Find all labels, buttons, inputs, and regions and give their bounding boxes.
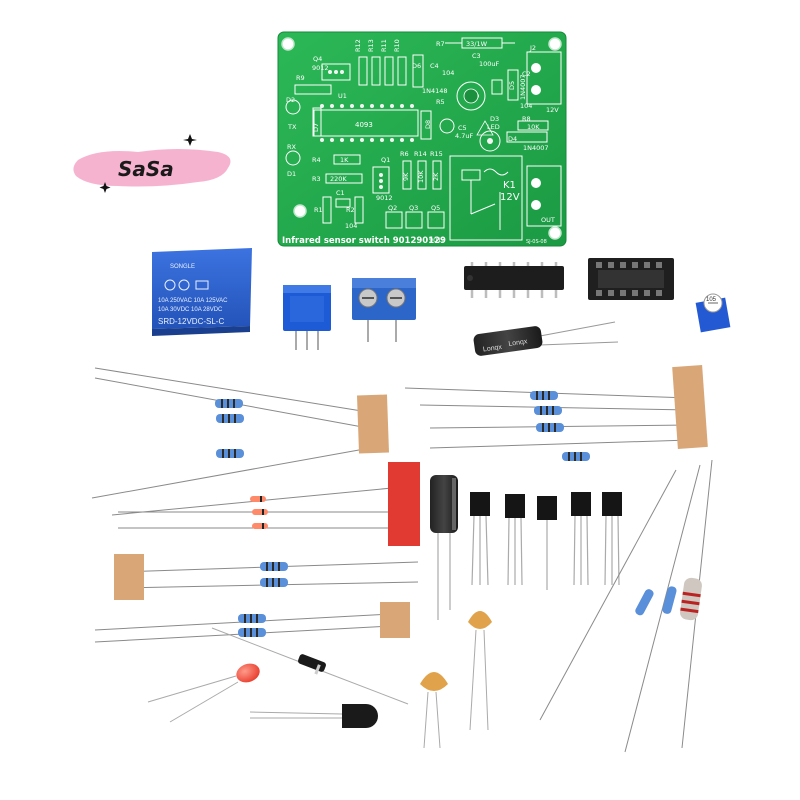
- pcb-label-r9: R9: [296, 74, 305, 82]
- pcb-label-q4-part: 9012: [312, 64, 329, 72]
- pcb-label-q5: Q5: [431, 204, 440, 212]
- pcb-label-u1-part: 4093: [355, 121, 373, 129]
- pcb-label-k1: K1: [503, 180, 516, 191]
- pcb-label-r11: R11: [380, 39, 388, 52]
- pcb-label-d5-part: 1N4007: [519, 74, 527, 100]
- pcb-label-q5-part: 9013: [429, 236, 446, 244]
- pcb-label-r15: R15: [430, 150, 443, 158]
- capacitor-brand: Lonqx: [483, 344, 503, 354]
- pcb-label-d5: D5: [508, 81, 516, 90]
- pcb-label-r5: R5: [436, 98, 445, 106]
- pcb-label-r4: R4: [312, 156, 321, 164]
- pcb-label-c1: C1: [336, 189, 345, 197]
- relay-spec-line2: 10A 30VDC 10A 28VDC: [158, 307, 223, 313]
- pcb-label-d8: D8: [424, 120, 432, 129]
- pcb-label-r1: R1: [314, 206, 323, 214]
- resistor-strip-right-top: [404, 365, 708, 461]
- resistor-strip-left-top: [91, 367, 390, 499]
- pcb-label-q3: Q3: [409, 204, 418, 212]
- ic-socket: [588, 258, 674, 300]
- pcb-board: Q4 9012 R12 R13 R11 R10 R7 33/1W J2 12V …: [277, 31, 567, 247]
- pcb-label-c5-value: 4.7uF: [455, 132, 473, 140]
- pcb-label-tx: TX: [287, 123, 297, 131]
- relay-brand: SONGLE: [170, 264, 195, 270]
- pcb-label-r2: R2: [346, 206, 355, 214]
- pcb-label-c1-value: 104: [345, 222, 357, 230]
- pcb-label-r8-value: 10K: [527, 123, 540, 131]
- pcb-label-r13: R13: [367, 39, 375, 52]
- pcb-label-c3-value: 100uF: [479, 60, 500, 68]
- pcb-label-r8: R8: [522, 115, 531, 123]
- pcb-label-d2: D2: [286, 96, 295, 104]
- watermark: SaSa: [73, 134, 231, 193]
- pcb-title: Infrared sensor switch 901290129: [282, 236, 446, 246]
- capacitor-brand-2: Lonqx: [508, 338, 528, 348]
- diode-strip: [111, 462, 420, 546]
- pcb-label-c4-value: 104: [442, 69, 454, 77]
- pcb-label-j2: J2: [529, 44, 536, 52]
- pcb-label-r9k: 9K: [402, 172, 410, 181]
- dip-ic-chip: [464, 262, 564, 298]
- screw-terminal-block: [352, 278, 416, 342]
- pcb-label-u1: U1: [338, 92, 347, 100]
- pcb-label-q2: Q2: [388, 204, 397, 212]
- pcb-label-r12: R12: [354, 39, 362, 52]
- relay-component: SONGLE 10A 250VAC 10A 125VAC 10A 30VDC 1…: [152, 248, 252, 336]
- pcb-label-d6-part: 1N4148: [422, 87, 448, 95]
- pcb-label-k1-voltage: 12V: [500, 192, 520, 203]
- pcb-label-c5: C5: [458, 124, 467, 132]
- pcb-label-c4: C4: [430, 62, 439, 70]
- pcb-date-code: SJ-0S-08: [526, 239, 547, 245]
- pcb-label-r3-value: 220K: [330, 175, 347, 183]
- pcb-label-r6: R6: [400, 150, 409, 158]
- relay-spec-line1: 10A 250VAC 10A 125VAC: [158, 298, 228, 304]
- pcb-label-q1: Q1: [381, 156, 390, 164]
- pcb-label-c3: C3: [472, 52, 481, 60]
- pcb-label-r14: R14: [414, 150, 427, 158]
- transistor-row: [470, 492, 622, 590]
- loose-resistors-right: [539, 459, 713, 753]
- pcb-label-r4-value: 1K: [340, 156, 349, 164]
- pcb-label-q4: Q4: [313, 55, 322, 63]
- watermark-text: SaSa: [118, 157, 174, 181]
- pcb-label-r3: R3: [312, 175, 321, 183]
- electrolytic-capacitor-vertical: [430, 475, 458, 620]
- pcb-label-c2-value: 104: [520, 102, 532, 110]
- pcb-label-c2: C2: [522, 70, 531, 78]
- pcb-label-d4: D4: [508, 135, 517, 143]
- pcb-label-r7: R7: [436, 40, 445, 48]
- pcb-label-r7-value: 33/1W: [466, 40, 488, 48]
- pcb-label-r2k: 2K: [432, 172, 440, 181]
- electrolytic-capacitor-horizontal: Lonqx Lonqx: [473, 321, 619, 356]
- ceramic-capacitors: [420, 611, 492, 749]
- red-led: [147, 663, 260, 723]
- pcb-label-d3: D3: [490, 115, 499, 123]
- pcb-label-rx: RX: [287, 143, 297, 151]
- relay-model: SRD-12VDC-SL-C: [158, 317, 224, 326]
- pcb-label-d6: D6: [412, 62, 421, 70]
- trimmer-code: 105: [706, 297, 717, 303]
- pcb-label-d1: D1: [287, 170, 296, 178]
- trimmer-potentiometer-cube: [283, 285, 331, 350]
- pcb-label-r10: R10: [393, 39, 401, 52]
- pcb-label-12v: 12V: [546, 106, 559, 114]
- pcb-label-out: OUT: [541, 216, 555, 224]
- infrared-led: [249, 704, 378, 728]
- pcb-label-r10k: 10K: [417, 170, 425, 183]
- pcb-label-d4-part: 1N4007: [523, 144, 549, 152]
- pcb-label-q1-part: 9012: [376, 194, 393, 202]
- resistor-strip-left-bottom: [94, 602, 410, 643]
- small-trimmer-resistor: 105: [695, 293, 731, 333]
- pcb-label-led: LED: [487, 123, 500, 131]
- rectifier-diode: [211, 627, 409, 705]
- resistor-strip-left-middle: [114, 554, 419, 600]
- pcb-label-d7: D7: [312, 123, 320, 132]
